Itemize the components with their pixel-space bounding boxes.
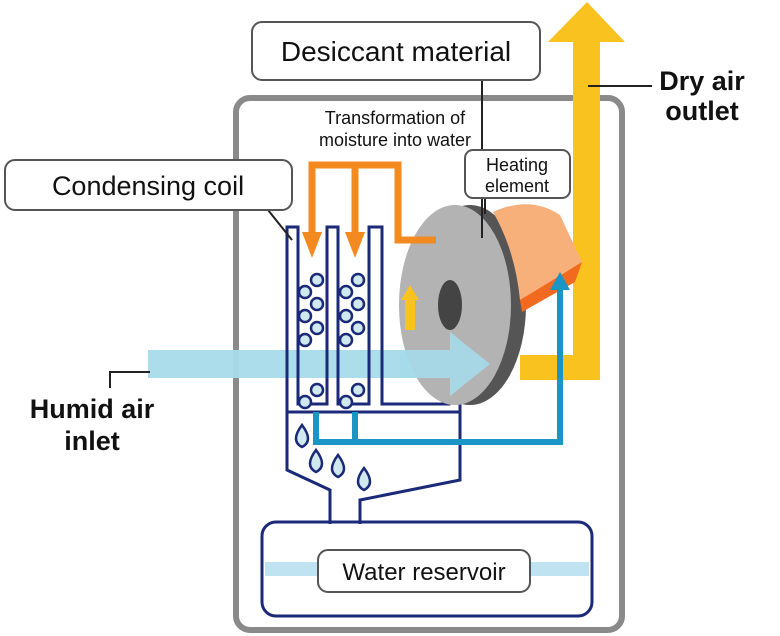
heating-label-2: element: [485, 176, 549, 196]
bubble: [309, 320, 325, 336]
wheel-hub: [438, 280, 462, 330]
transformation-label-1: Transformation of: [325, 108, 466, 128]
bubble: [338, 394, 354, 410]
wheel-rotation-arrow: [401, 285, 419, 330]
moisture-arrowheads: [302, 232, 365, 258]
heating-element: [493, 204, 582, 300]
bubble: [297, 284, 313, 300]
bubble: [309, 272, 325, 288]
heating-label-1: Heating: [486, 155, 548, 175]
bubble: [338, 308, 354, 324]
bubble: [309, 382, 325, 398]
condensing-coil-label: Condensing coil: [52, 171, 244, 201]
moisture-pipe: [308, 161, 436, 244]
bubble: [350, 382, 366, 398]
bubble: [350, 296, 366, 312]
bubble: [309, 296, 325, 312]
desiccant-label: Desiccant material: [281, 36, 511, 67]
dry-air-label-1: Dry air: [659, 66, 745, 96]
humid-air-leader: [109, 371, 150, 388]
heating-element-face: [520, 262, 582, 312]
bubble: [297, 308, 313, 324]
dry-air-label-2: outlet: [665, 96, 739, 126]
humid-air-arrow-tip: [400, 332, 490, 396]
reservoir-label: Water reservoir: [342, 559, 505, 586]
coil-bubbles: [297, 272, 366, 410]
coil-leader: [267, 209, 293, 241]
water-return-pipe: [313, 285, 563, 445]
desiccant-label-box: [251, 21, 541, 81]
humid-air-label-2: inlet: [64, 426, 120, 456]
condensing-coil-label-box: [4, 159, 293, 211]
bubble: [297, 394, 313, 410]
humid-air-label-1: Humid air: [30, 394, 155, 424]
transformation-label-2: moisture into water: [319, 130, 471, 150]
water-droplets: [294, 422, 372, 492]
heating-label-box: [464, 149, 571, 199]
bubble: [338, 284, 354, 300]
reservoir-label-box: [317, 549, 531, 593]
bubble: [350, 320, 366, 336]
funnel: [285, 412, 462, 524]
bubble: [338, 332, 354, 348]
bubble: [350, 272, 366, 288]
water-return-arrowhead: [550, 272, 570, 290]
bubble: [297, 332, 313, 348]
